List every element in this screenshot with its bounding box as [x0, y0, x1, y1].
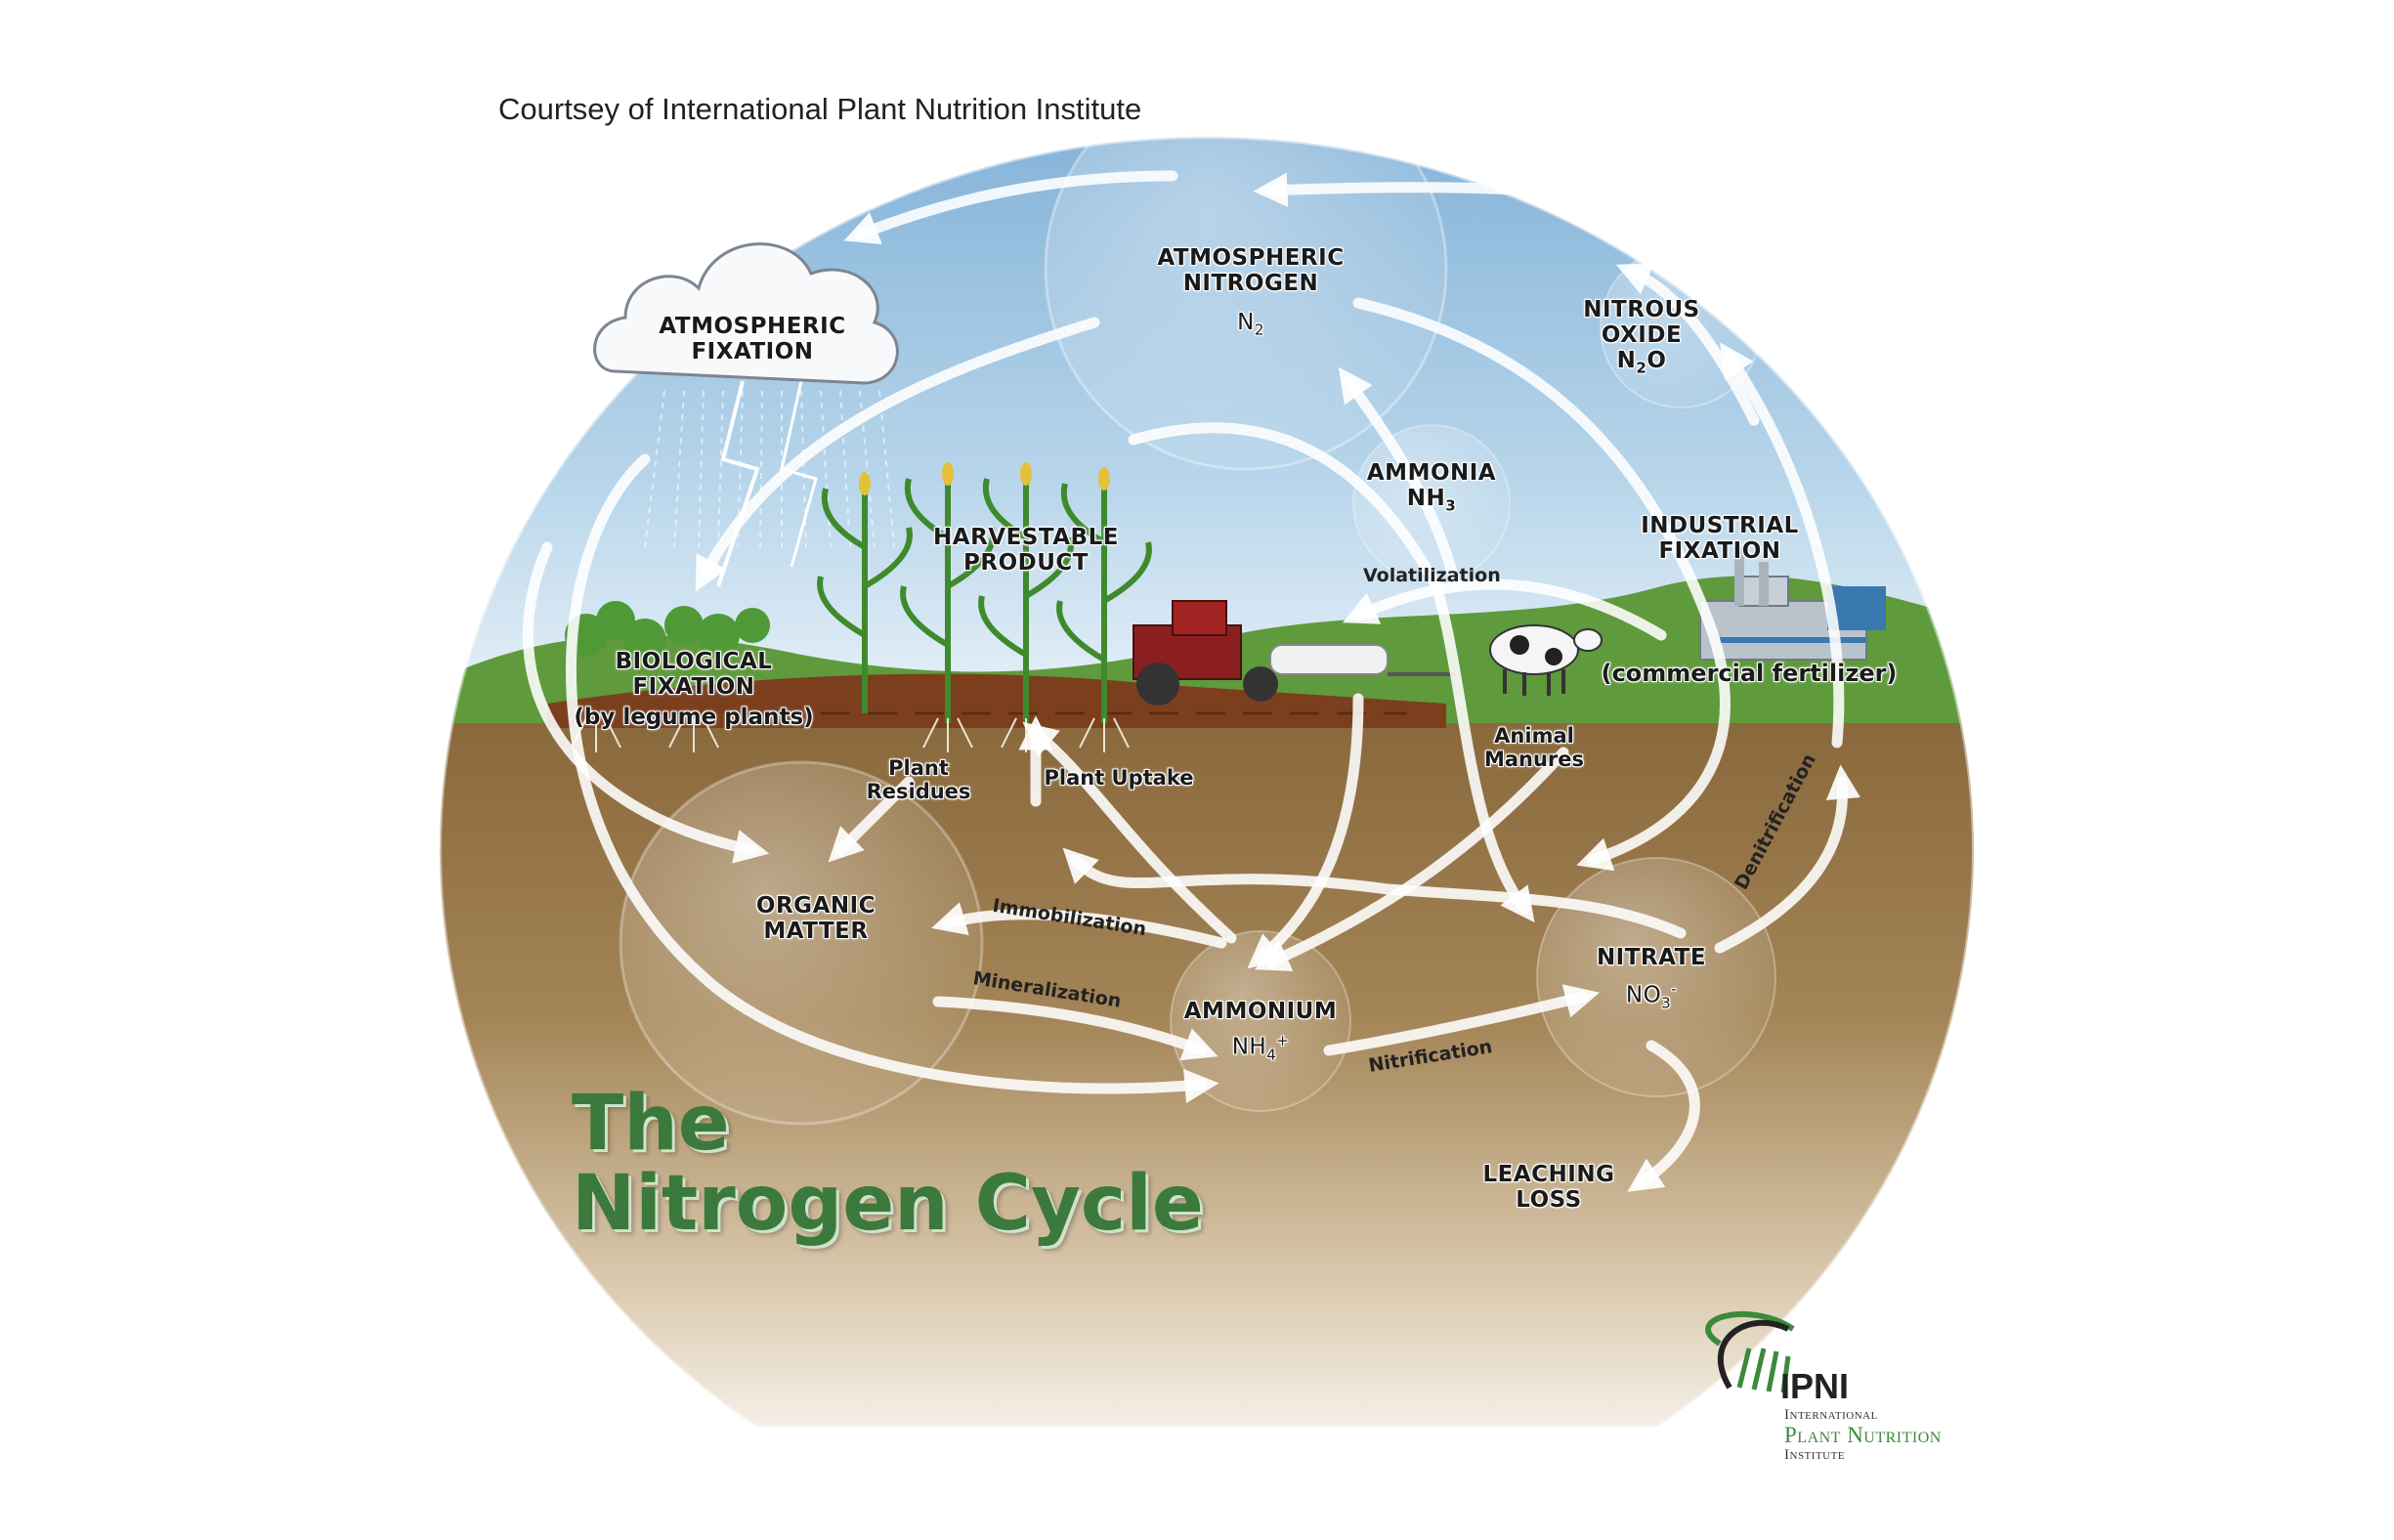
- ammonia-label: AMMONIA NH3: [1334, 461, 1529, 514]
- logo-line-2: Plant Nutrition: [1784, 1423, 1942, 1448]
- atmospheric-fixation-label: ATMOSPHERIC FIXATION: [625, 315, 879, 365]
- nitrous-oxide-label: NITROUS OXIDE N2O: [1554, 298, 1730, 376]
- credit-text: Courtsey of International Plant Nutritio…: [498, 92, 1141, 127]
- plant-uptake-label: Plant Uptake: [1021, 767, 1217, 791]
- nitrate-label: NITRATE NO3-: [1559, 946, 1744, 1011]
- plant-residues-label: Plant Residues: [840, 757, 997, 803]
- leaching-loss-label: LEACHING LOSS: [1441, 1163, 1656, 1214]
- volatilization-label: Volatilization: [1363, 565, 1501, 586]
- organic-matter-label: ORGANIC MATTER: [718, 894, 914, 945]
- animal-manures-label: Animal Manures: [1456, 725, 1612, 771]
- logo-line-1: International: [1784, 1407, 1878, 1424]
- commercial-fertilizer-label: (commercial fertilizer): [1583, 661, 1915, 687]
- industrial-fixation-label: INDUSTRIAL FIXATION: [1603, 514, 1837, 565]
- logo-line-3: Institute: [1784, 1447, 1845, 1464]
- legume-plants-label: (by legume plants): [547, 706, 840, 731]
- harvestable-product-label: HARVESTABLE PRODUCT: [899, 526, 1153, 577]
- ammonium-label: AMMONIUM NH4+: [1153, 1000, 1368, 1063]
- biological-fixation-label: BIOLOGICAL FIXATION: [567, 650, 821, 701]
- logo-abbreviation: IPNI: [1780, 1366, 1849, 1407]
- diagram-title: The Nitrogen Cycle: [572, 1085, 1204, 1245]
- atmospheric-nitrogen-label: ATMOSPHERIC NITROGEN N2: [1114, 246, 1388, 338]
